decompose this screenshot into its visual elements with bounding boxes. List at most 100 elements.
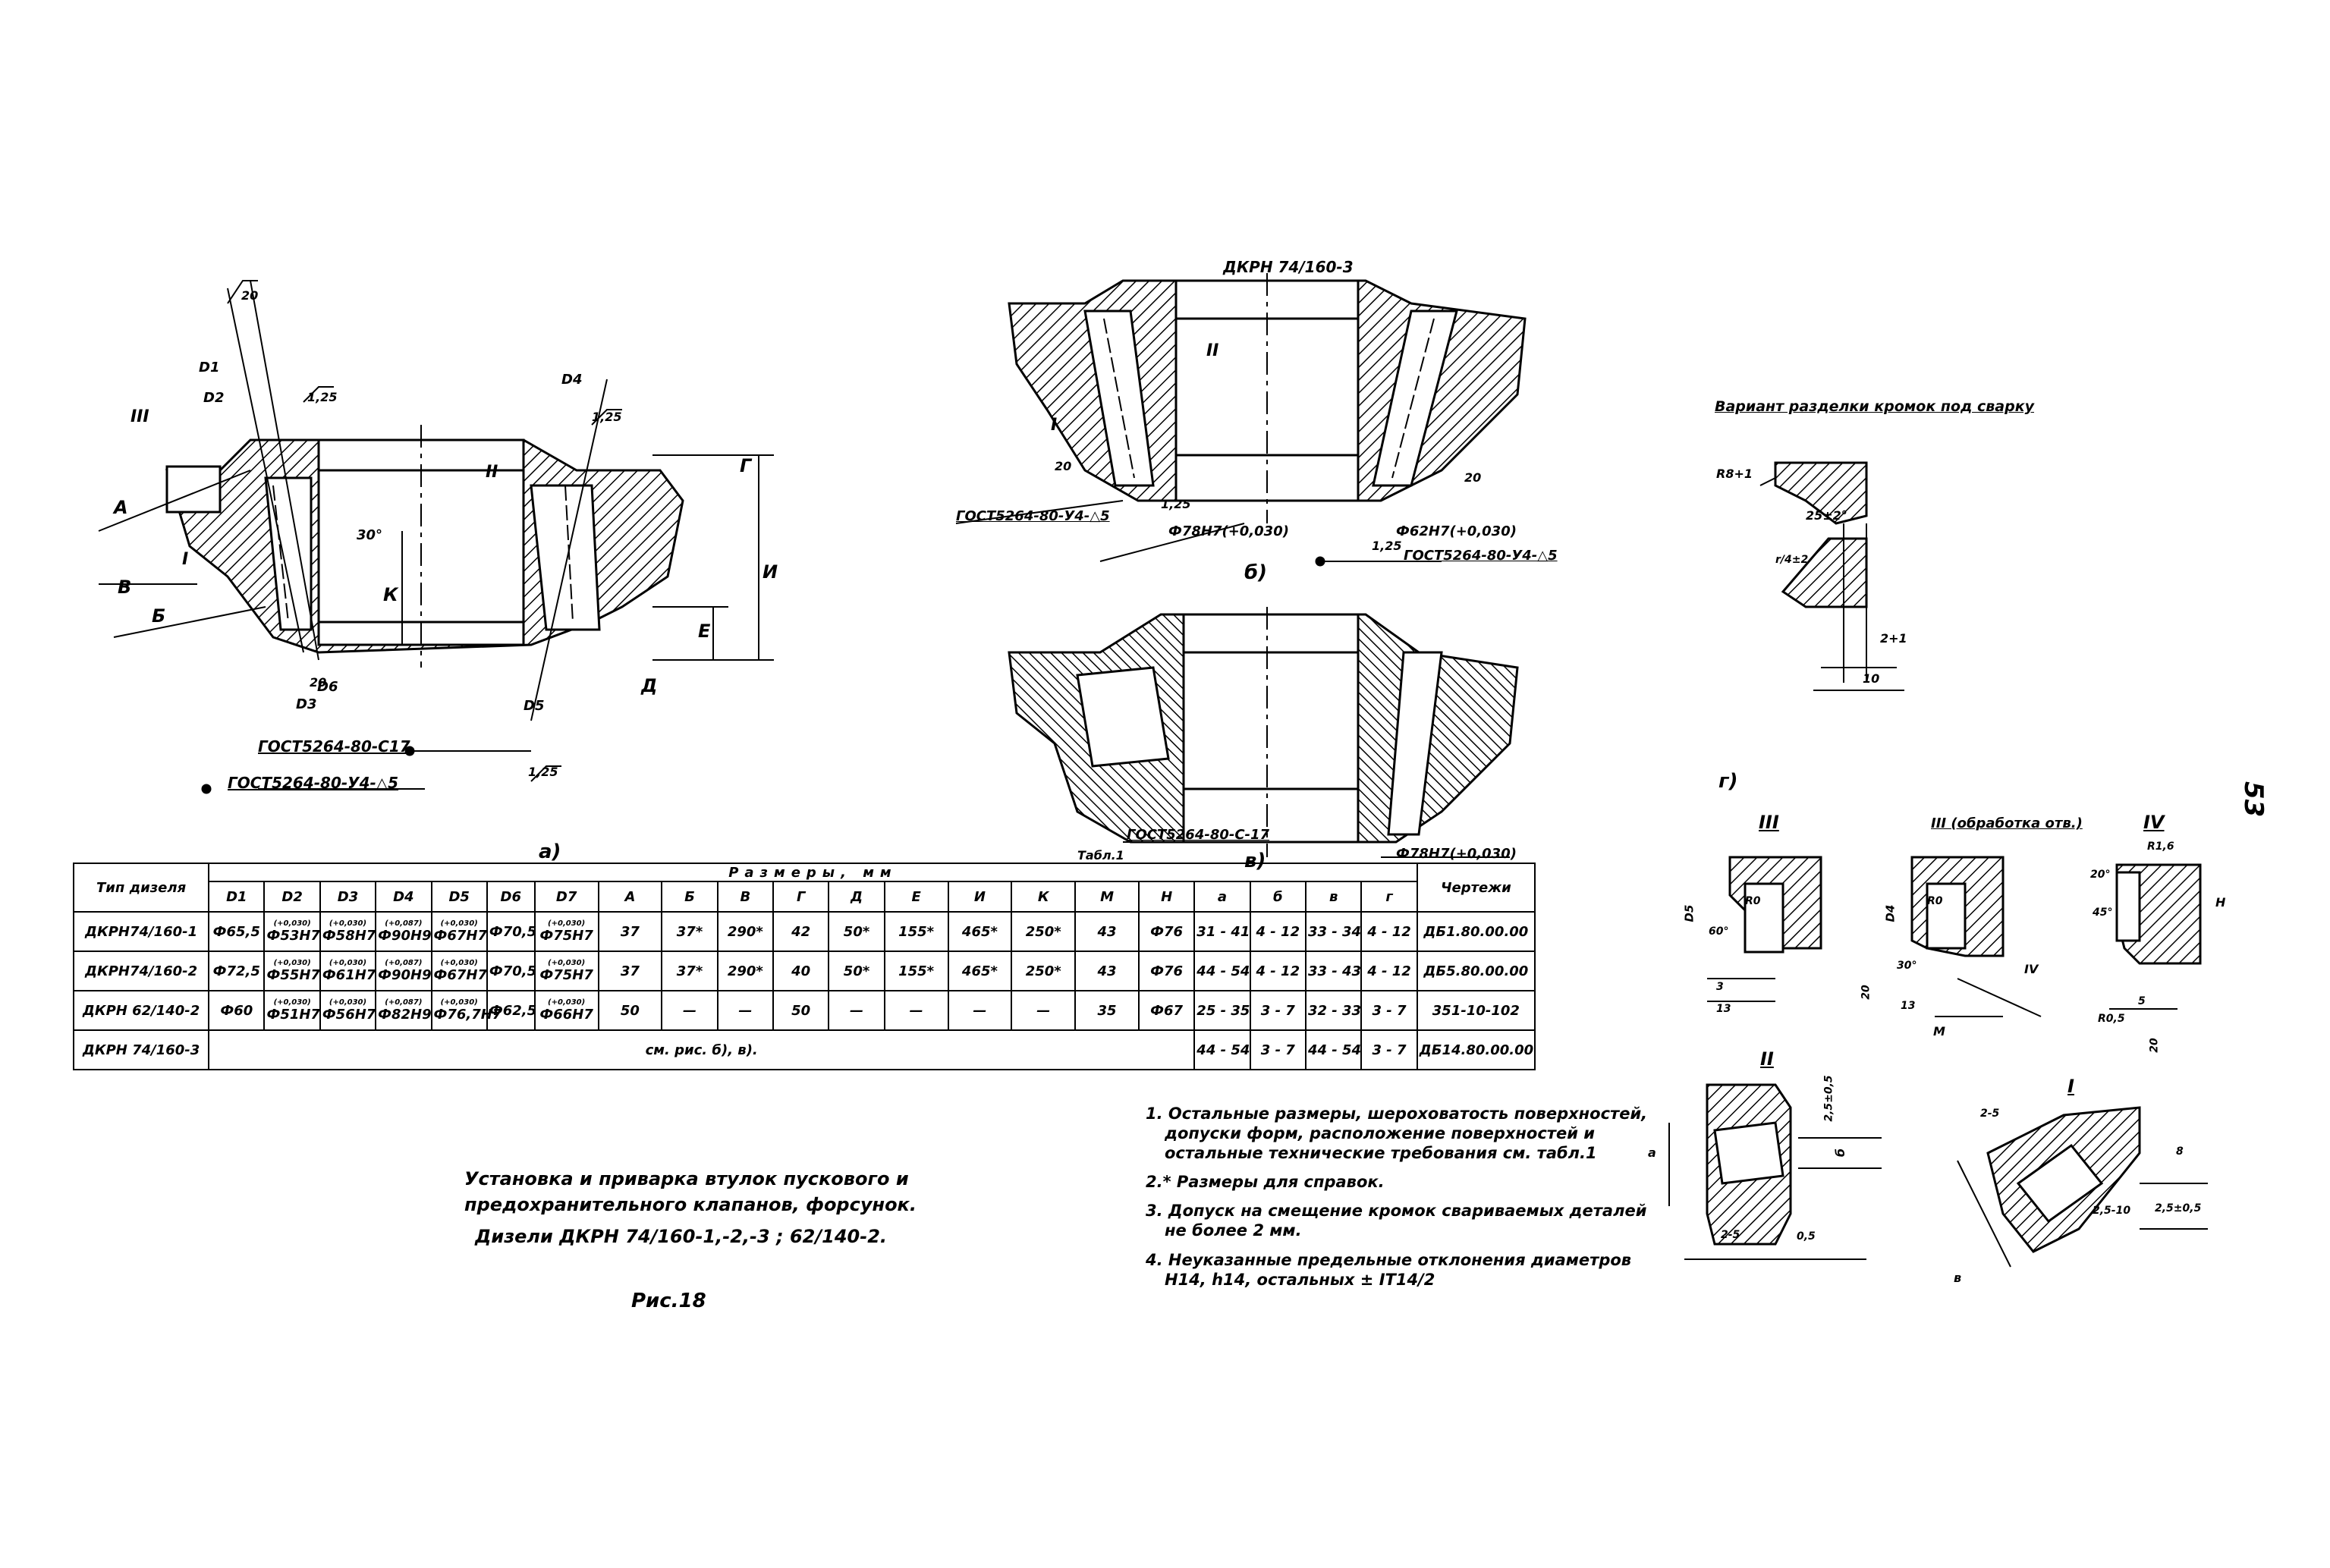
dim-A: A [114,497,128,518]
cell: Ф62,5 [486,990,536,1031]
view-g-label: г) [1718,770,1738,793]
view-v-dia: Ф78Н7(+0,030) [1396,846,1517,862]
gost-a-1: ГОСТ5264-80-С17 [258,737,410,756]
cell: — [828,990,885,1031]
cell: (+0,030)Ф53Н7 [263,911,321,952]
col-header: б [1249,881,1306,913]
roman-II: II [486,463,498,482]
cell: (+0,030)Ф66Н7 [533,990,599,1031]
dim-G: Г [740,455,752,476]
weld-width: 10 [1863,671,1880,686]
detail-label: 3 [1716,981,1724,993]
cell: 50 [772,990,830,1031]
cell: (+0,030)Ф58Н7 [319,911,377,952]
weld-variant-title: Вариант разделки кромок под сварку [1715,398,2034,415]
dim-K: К [383,584,398,605]
weld-radius: R8+1 [1716,467,1753,481]
dim-D4: D4 [561,372,583,388]
dim-D3: D3 [296,696,317,712]
weld-angle: 25±2° [1806,508,1847,523]
roughness-a-3: 1,25 [528,765,558,779]
detail-III-drawing [1707,856,1822,1002]
cell: 32 - 33 [1304,990,1363,1031]
cell: — [716,990,775,1031]
cell: 250* [1011,911,1077,952]
col-header: Б [661,881,718,913]
col-header: D6 [486,881,536,913]
dim-B: Б [152,605,166,627]
cell: 44 - 54 [1193,1029,1251,1070]
cell: 43 [1074,911,1140,952]
cell-type: ДКРН74/160-2 [72,951,210,991]
figure-caption-line2: предохранительного клапанов, форсунок. [464,1194,917,1215]
note-line: 3. Допуск на смещение кромок свариваемых… [1146,1202,1647,1220]
cell: (+0,030)Ф67Н7 [430,911,488,952]
detail-label: б [1833,1148,1848,1158]
cell: Ф65,5 [208,911,266,952]
col-header: Н [1137,881,1196,913]
detail-label: D5 [1682,904,1696,922]
detail-II-drawing [1668,1083,1882,1260]
dim-D2: D2 [203,390,225,406]
detail-label: Н [2215,895,2226,910]
detail-III-machined-drawing [1910,856,2042,1017]
detail-label: R0 [1927,895,1943,907]
cell: Ф76 [1137,951,1196,991]
detail-label: 2,5-10 [2093,1205,2131,1217]
detail-label: 2-5 [1980,1108,2000,1120]
col-header: М [1074,881,1140,913]
cell: 4 - 12 [1249,951,1306,991]
cell: (+0,030)Ф75Н7 [533,911,599,952]
cell: 250* [1011,951,1077,991]
detail-IV-title: IV [2143,812,2165,833]
cell: — [883,990,949,1031]
col-header: Е [883,881,949,913]
col-header: Г [772,881,830,913]
col-header: D3 [319,881,377,913]
cell: Ф67 [1137,990,1196,1031]
cell: 3 - 7 [1249,990,1306,1031]
col-header: а [1193,881,1251,913]
view-b-roughness-3: 20 [1464,470,1482,485]
roman-III: III [130,407,149,426]
cell: 3 - 7 [1360,1029,1418,1070]
cell: 290* [716,951,775,991]
cell: 3 - 7 [1360,990,1418,1031]
dim-D5: D5 [524,698,545,714]
cell: (+0,030)Ф55Н7 [263,951,321,991]
view-b-gost-2: ГОСТ5264-80-У4-△5 [1404,548,1558,564]
weld-gap: 2+1 [1880,631,1907,646]
cell: Ф76 [1137,911,1196,952]
cell: 42 [772,911,830,952]
cell: (+0,087)Ф90Н9 [375,951,432,991]
col-header: D4 [375,881,432,913]
dim-D6: D6 [317,679,338,695]
cell-type: ДКРН 62/140-2 [72,990,210,1031]
dim-E: Е [698,621,711,642]
weld-variant-drawing [1759,461,1904,691]
col-header: К [1011,881,1077,913]
figure-caption-line1: Установка и приварка втулок пускового и [464,1168,909,1189]
note-line: 2.* Размеры для справок. [1146,1173,1385,1191]
col-header-type: Тип дизеля [72,863,210,913]
cell: (+0,030)Ф67Н7 [430,951,488,991]
cell: 35 [1074,990,1140,1031]
cell: 25 - 35 [1193,990,1251,1031]
detail-label: 8 [2176,1145,2184,1158]
detail-label: 2-5 [1721,1229,1740,1241]
cell: — [947,990,1013,1031]
cell: 37* [661,911,718,952]
table-row: ДКРН 74/160-3 см. рис. б), в). 44 - 54 3… [72,1029,1536,1070]
cell: (+0,087)Ф90Н9 [375,911,432,952]
cell-drawing: ДБ14.80.00.00 [1416,1029,1536,1070]
detail-label: в [1954,1271,1962,1285]
note-line: не более 2 мм. [1165,1221,1302,1240]
cell: 44 - 54 [1193,951,1251,991]
cell: 4 - 12 [1360,951,1418,991]
cell: 465* [947,911,1013,952]
detail-label: 30° [1897,960,1917,972]
col-header: Д [828,881,885,913]
dimensions-table: Тип дизеля Размеры, мм Чертежи D1 D2 D3 … [72,863,1536,1070]
figure-caption-line3: Дизели ДКРН 74/160-1,-2,-3 ; 62/140-2. [475,1226,888,1247]
